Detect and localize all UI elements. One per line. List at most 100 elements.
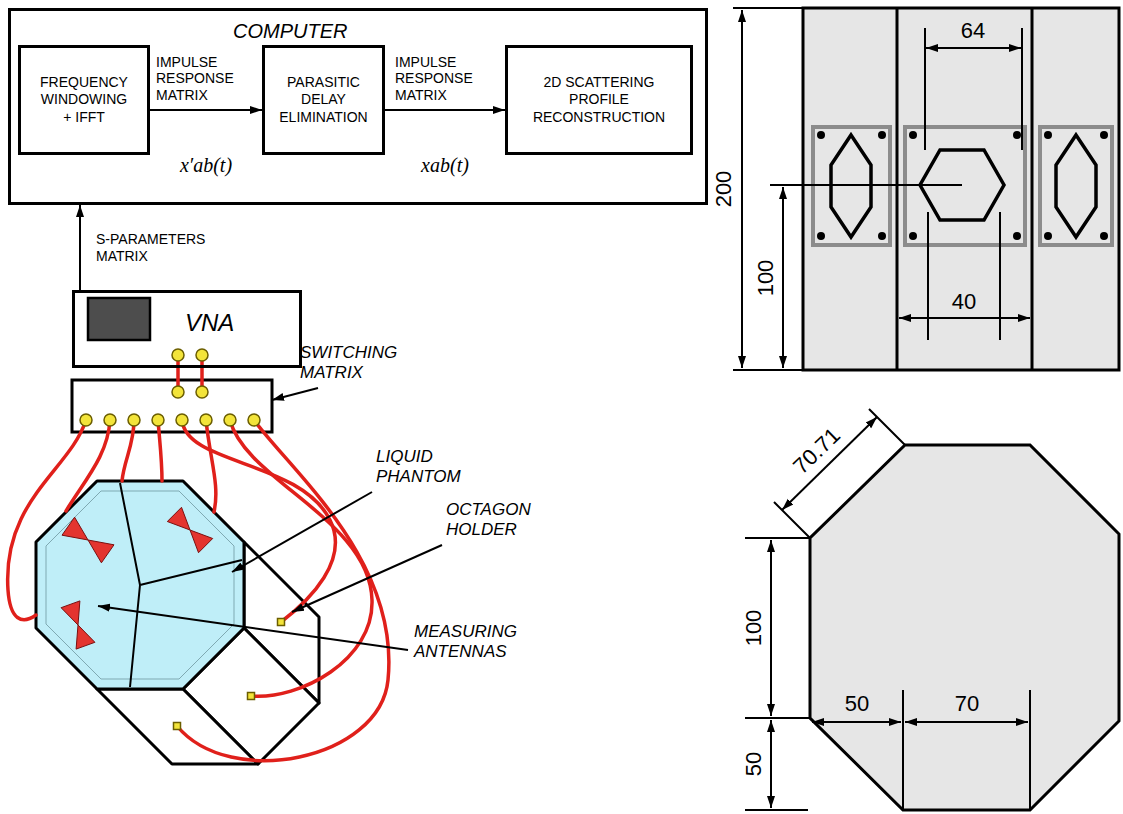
port [200, 414, 212, 426]
cable-group [8, 355, 389, 761]
dimension-label: 70 [955, 692, 979, 716]
screw-dot [1100, 131, 1108, 139]
holder-side-face [97, 689, 258, 764]
dimension-arrow [905, 721, 1028, 723]
connector [248, 693, 255, 700]
bowtie-antenna [76, 625, 95, 649]
cable [230, 420, 372, 696]
callout-label: SWITCHING MATRIX [300, 343, 450, 384]
signal-label: x′ab(t) [180, 154, 232, 177]
cable [66, 420, 110, 511]
connector [174, 723, 181, 730]
dimension-group [745, 409, 1030, 810]
port [80, 414, 92, 426]
vna-screen [88, 298, 150, 340]
bowtie-antenna [62, 517, 88, 540]
extension-line [928, 212, 1000, 340]
port [196, 349, 208, 361]
screw-dot [1044, 232, 1052, 240]
port [224, 414, 236, 426]
box-heading: COMPUTER [233, 19, 347, 43]
bowtie-antenna [61, 601, 80, 625]
flow-arrow [79, 205, 81, 290]
extension-line [774, 409, 905, 538]
port [248, 414, 260, 426]
screw-dot [1100, 232, 1108, 240]
dimension-arrow [770, 540, 772, 716]
connector [278, 619, 285, 626]
dimension-arrow [812, 721, 901, 723]
leader-line [98, 606, 408, 650]
port [172, 349, 184, 361]
holder-panel-lines [120, 483, 242, 687]
port [152, 414, 164, 426]
bowtie-antenna [167, 507, 190, 530]
octagon-drawing [810, 445, 1119, 810]
dimension-arrow [899, 317, 1030, 319]
connector-group [80, 110, 505, 290]
port [128, 414, 140, 426]
port [104, 414, 116, 426]
dimension-label: 40 [952, 290, 976, 314]
callout-label: MEASURING ANTENNAS [414, 622, 554, 663]
dimension-label: 50 [742, 752, 766, 776]
screw-dot [1044, 131, 1052, 139]
dimension-arrow [770, 720, 772, 808]
computer-box: COMPUTER FREQUENCY WINDOWING + IFFT PARASI… [8, 8, 708, 205]
callout-label: OCTAGON HOLDER [446, 500, 546, 541]
flow-arrow [385, 109, 505, 111]
leader-group [98, 388, 442, 650]
edge-label: IMPULSE RESPONSE MATRIX [156, 54, 256, 104]
dimension-label: 70.71 [789, 423, 845, 479]
dimension-group [733, 8, 1030, 370]
screw-dot [1013, 232, 1021, 240]
screw-dot [909, 232, 917, 240]
leader-line [232, 492, 372, 572]
port [176, 414, 188, 426]
extension-line [925, 28, 1022, 150]
process-box: 2D SCATTERING PROFILE RECONSTRUCTION [505, 45, 693, 155]
port-group [80, 349, 285, 730]
screw-dot [878, 232, 886, 240]
extension-line [903, 690, 1030, 810]
dimension-label: 100 [754, 260, 778, 297]
screw-dot [817, 232, 825, 240]
leader-line [272, 388, 318, 400]
panel-divider [897, 8, 1032, 370]
port [196, 386, 208, 398]
switching-matrix-box [72, 380, 272, 432]
dimension-label: 200 [712, 171, 736, 208]
antenna-mount [1040, 127, 1112, 245]
extension-line [770, 184, 962, 186]
edge-label: IMPULSE RESPONSE MATRIX [395, 54, 495, 104]
screw-dot [1013, 131, 1021, 139]
leader-line [292, 545, 442, 612]
bowtie-antenna [190, 530, 213, 553]
screw-dot [909, 131, 917, 139]
signal-label: xab(t) [421, 154, 469, 177]
vna-box: VNA [72, 290, 302, 368]
bowtie-antenna [88, 540, 114, 563]
cable [182, 420, 335, 622]
edge-label: S-PARAMETERS MATRIX [96, 231, 216, 265]
dimension-arrow [782, 187, 784, 368]
process-box: FREQUENCY WINDOWING + IFFT [18, 45, 150, 155]
dimension-label: 64 [961, 19, 985, 43]
cable [206, 420, 216, 512]
box-text: 2D SCATTERING PROFILE RECONSTRUCTION [529, 74, 669, 127]
screw-dot [817, 131, 825, 139]
dimension-arrow [782, 417, 877, 510]
port [172, 386, 184, 398]
dimension-label: 50 [845, 692, 869, 716]
cable [8, 420, 86, 620]
screw-dot [878, 131, 886, 139]
cable [122, 420, 134, 481]
dimension-label: 100 [742, 610, 766, 647]
panel-drawing [803, 8, 1119, 370]
flow-arrow [150, 109, 262, 111]
process-box: PARASITIC DELAY ELIMINATION [262, 45, 385, 155]
cable [177, 420, 389, 761]
callout-label: LIQUID PHANTOM [376, 447, 476, 488]
box-text: FREQUENCY WINDOWING + IFFT [36, 74, 132, 127]
